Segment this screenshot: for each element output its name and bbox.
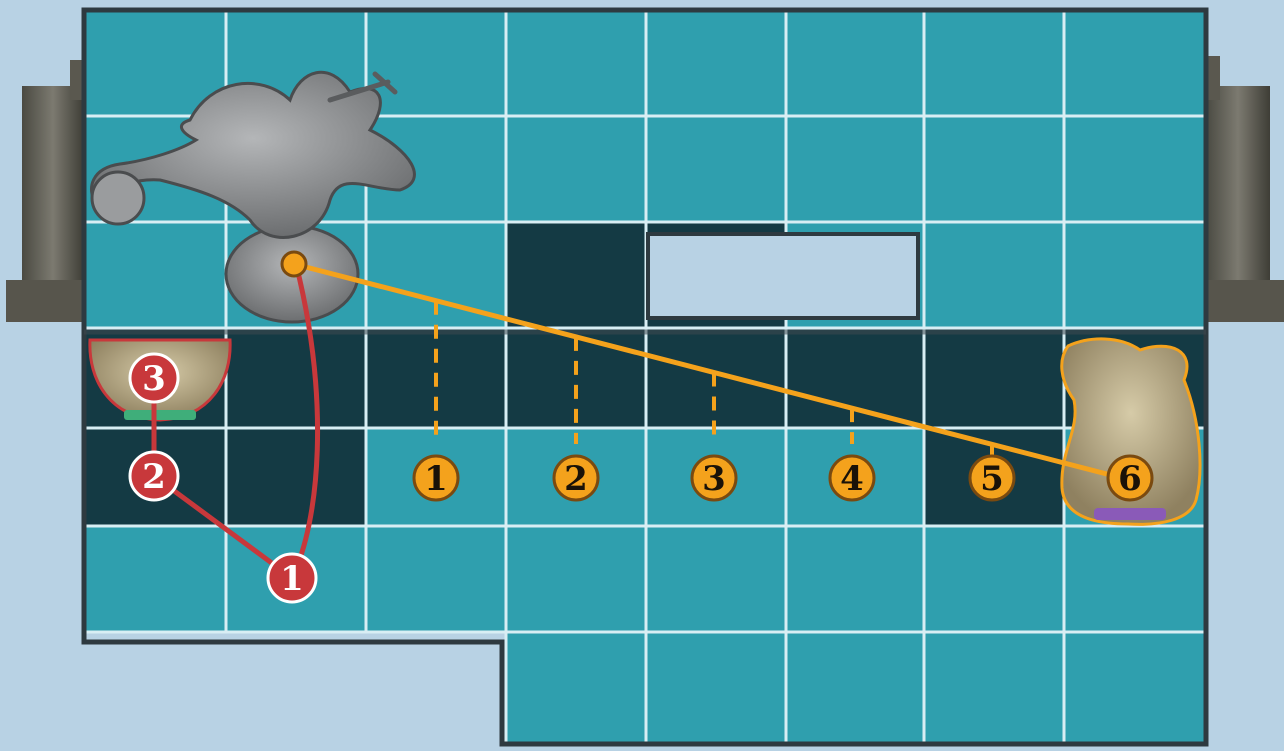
floor-tile[interactable] [82,220,228,330]
movement-marker-label: 2 [142,457,166,497]
range-marker-4: 4 [828,454,876,502]
range-marker-label: 4 [840,459,864,499]
floor-tile[interactable] [784,114,926,224]
range-marker-label: 1 [424,459,448,499]
floor-tile[interactable] [922,630,1066,746]
floor-tile[interactable] [922,8,1066,118]
floor-tile[interactable] [784,524,926,634]
floor-tile[interactable] [922,220,1066,330]
left-pillar [6,60,128,322]
shadow-tile[interactable] [504,220,648,330]
floor-tile[interactable] [1062,630,1208,746]
floor-tile[interactable] [1062,220,1208,330]
floor-tile[interactable] [364,8,508,118]
floor-tile[interactable] [1062,114,1208,224]
floor-tile[interactable] [644,114,788,224]
range-marker-5: 5 [968,454,1016,502]
floor-tile[interactable] [922,524,1066,634]
shadow-tile[interactable] [922,326,1066,430]
movement-marker-label: 3 [142,359,166,399]
movement-marker-3: 3 [128,352,180,404]
range-marker-label: 3 [702,459,726,499]
range-marker-6: 6 [1106,454,1154,502]
floor-tile[interactable] [504,524,648,634]
floor-tile[interactable] [82,8,228,118]
floor-tile[interactable] [644,8,788,118]
movement-marker-1: 1 [266,552,318,604]
range-marker-2: 2 [552,454,600,502]
floor-tile[interactable] [504,8,648,118]
floor-tile[interactable] [644,524,788,634]
range-line [293,261,1131,483]
range-marker-label: 5 [980,459,1004,499]
range-marker-label: 2 [564,459,588,499]
floor-tile[interactable] [364,524,508,634]
floor-tile[interactable] [1062,524,1208,634]
range-markers: 1 2 3 4 5 6 [412,454,1154,502]
floor-tile[interactable] [644,630,788,746]
movement-markers: 1 2 3 [128,352,318,604]
floor-tile[interactable] [82,524,228,634]
shadow-tile[interactable] [784,326,926,430]
shadow-tile[interactable] [224,426,368,528]
range-marker-1: 1 [412,454,460,502]
floor-tile[interactable] [784,630,926,746]
floor-tile[interactable] [504,114,648,224]
range-origin-dot [280,250,308,278]
shadow-tile[interactable] [224,326,368,430]
range-marker-3: 3 [690,454,738,502]
range-marker-label: 6 [1118,459,1142,499]
right-pillar [1162,56,1284,322]
target-figure[interactable] [1060,337,1202,526]
floor-tile[interactable] [504,630,648,746]
floor-tile[interactable] [784,8,926,118]
board-outline [81,7,1209,747]
board-void [646,232,920,320]
floor-tile[interactable] [1062,8,1208,118]
movement-marker-2: 2 [128,450,180,502]
movement-marker-label: 1 [280,559,304,599]
floor-tile[interactable] [922,114,1066,224]
